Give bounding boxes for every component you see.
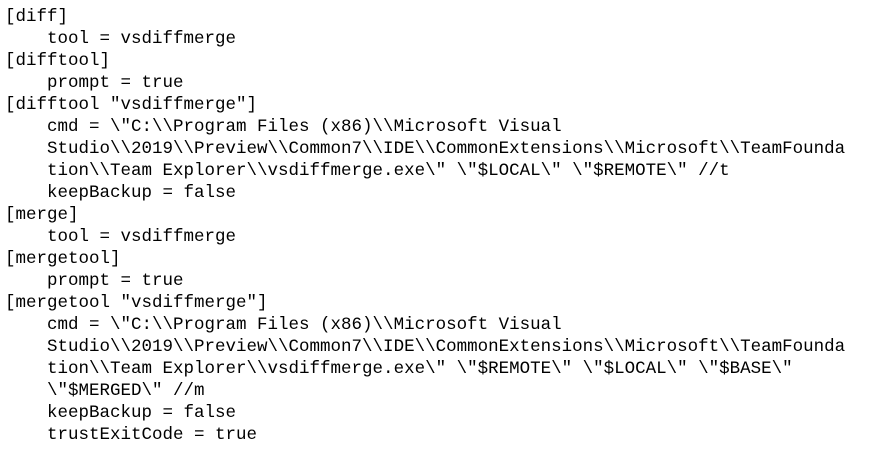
merge-tool-setting: tool = vsdiffmerge <box>5 227 237 247</box>
diff-tool-setting: tool = vsdiffmerge <box>5 29 237 49</box>
section-mergetool: [mergetool] <box>5 249 121 269</box>
mergetool-prompt-setting: prompt = true <box>5 271 184 291</box>
section-diff: [diff] <box>5 7 69 27</box>
difftool-keepbackup-setting: keepBackup = false <box>5 183 237 203</box>
section-mergetool-vsdiffmerge: [mergetool "vsdiffmerge"] <box>5 293 268 313</box>
mergetool-cmd-line-4: \"$MERGED\" //m <box>5 381 205 401</box>
mergetool-keepbackup-setting: keepBackup = false <box>5 403 237 423</box>
mergetool-cmd-line-1: cmd = \"C:\\Program Files (x86)\\Microso… <box>5 315 562 335</box>
mergetool-trustexitcode-setting: trustExitCode = true <box>5 425 258 445</box>
section-difftool: [difftool] <box>5 51 111 71</box>
mergetool-cmd-line-2: Studio\\2019\\Preview\\Common7\\IDE\\Com… <box>5 337 846 357</box>
difftool-prompt-setting: prompt = true <box>5 73 184 93</box>
section-merge: [merge] <box>5 205 79 225</box>
gitconfig-text-view: [diff] tool = vsdiffmerge [difftool] pro… <box>5 0 882 457</box>
difftool-cmd-line-3: tion\\Team Explorer\\vsdiffmerge.exe\" \… <box>5 161 730 181</box>
section-difftool-vsdiffmerge: [difftool "vsdiffmerge"] <box>5 95 258 115</box>
difftool-cmd-line-1: cmd = \"C:\\Program Files (x86)\\Microso… <box>5 117 562 137</box>
mergetool-cmd-line-3: tion\\Team Explorer\\vsdiffmerge.exe\" \… <box>5 359 793 379</box>
difftool-cmd-line-2: Studio\\2019\\Preview\\Common7\\IDE\\Com… <box>5 139 846 159</box>
